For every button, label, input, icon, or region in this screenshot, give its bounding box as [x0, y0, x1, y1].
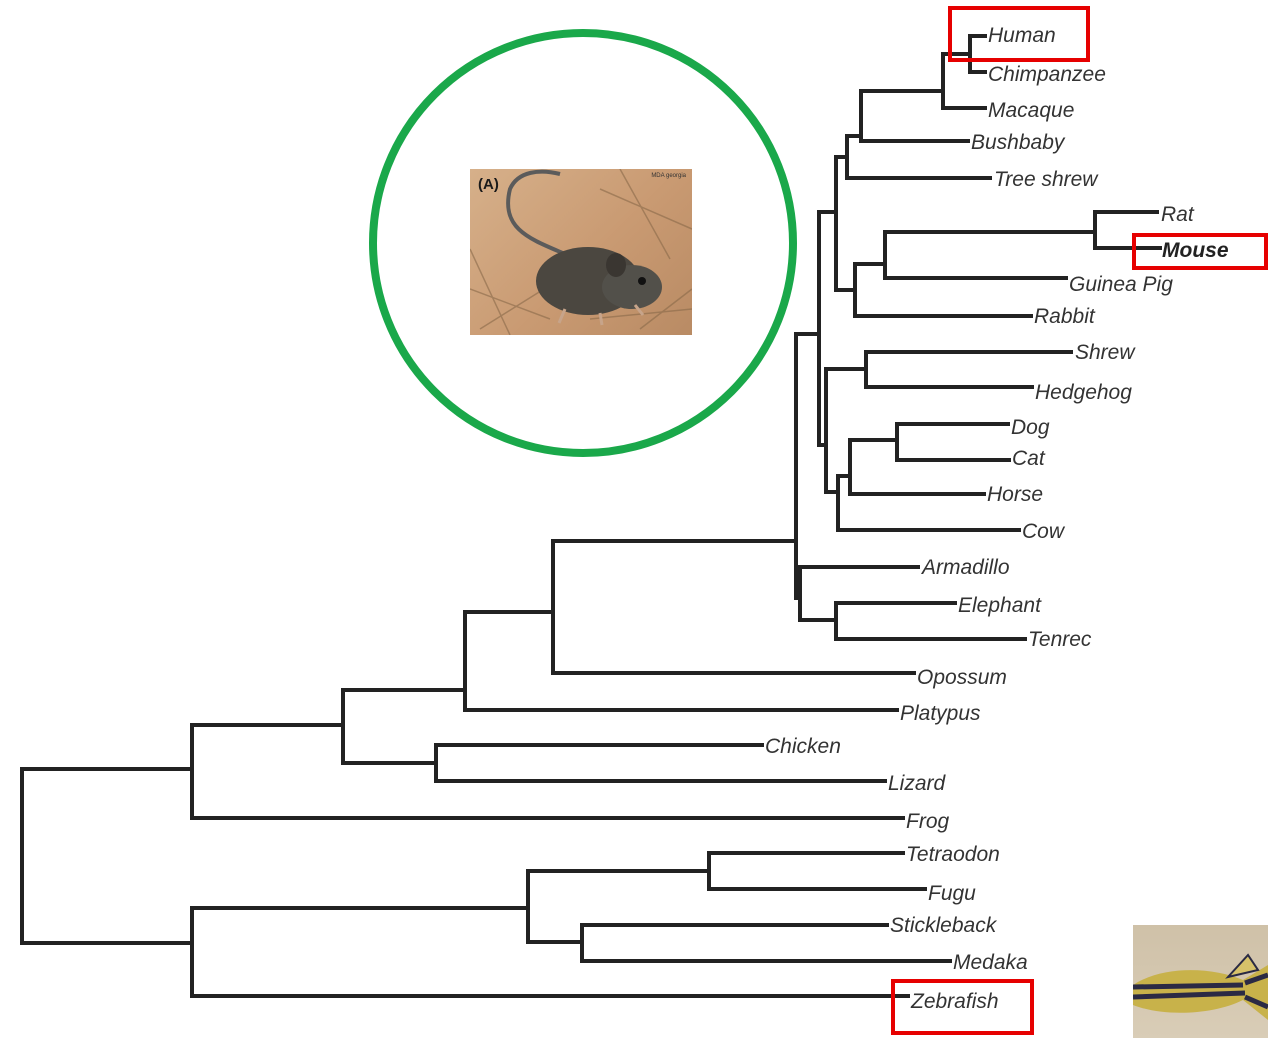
mouse-photo: (A) MDA georgia: [470, 169, 692, 335]
taxon-label-horse: Horse: [987, 483, 1043, 506]
taxon-label-tenrec: Tenrec: [1028, 628, 1092, 651]
mouse-illustration: [470, 169, 692, 335]
taxon-label-tree-shrew: Tree shrew: [994, 168, 1099, 191]
taxon-label-platypus: Platypus: [900, 702, 981, 725]
taxon-label-hedgehog: Hedgehog: [1035, 381, 1132, 404]
taxon-label-cat: Cat: [1012, 447, 1046, 470]
branch-root: [22, 769, 192, 943]
taxon-label-guinea-pig: Guinea Pig: [1069, 273, 1173, 296]
taxon-label-frog: Frog: [906, 810, 950, 833]
branch-amniotes: [343, 690, 465, 763]
branch-murids: [1095, 212, 1160, 248]
zebrafish-illustration: [1133, 925, 1268, 1038]
branch-hominini: [970, 36, 985, 72]
branch-glires: [855, 264, 1031, 316]
taxon-label-elephant: Elephant: [958, 594, 1042, 617]
photo-panel-tag: (A): [478, 176, 499, 193]
taxon-label-opossum: Opossum: [917, 666, 1007, 689]
zebrafish-photo: [1133, 925, 1268, 1038]
taxon-label-tetraodon: Tetraodon: [906, 843, 1000, 866]
branch-tetraodontiformes: [709, 853, 925, 889]
branch-fish: [192, 908, 908, 996]
taxon-label-macaque: Macaque: [988, 99, 1074, 122]
taxon-label-lizard: Lizard: [888, 772, 947, 795]
taxon-label-fugu: Fugu: [928, 882, 976, 905]
branch-atlantogenata: [800, 567, 918, 620]
taxon-label-dog: Dog: [1011, 416, 1050, 439]
highlight-boxes: [893, 8, 1266, 1033]
taxon-label-shrew: Shrew: [1075, 341, 1136, 364]
taxon-label-bushbaby: Bushbaby: [971, 131, 1066, 154]
taxon-label-rat: Rat: [1161, 203, 1195, 226]
taxon-label-zebrafish: Zebrafish: [910, 990, 999, 1013]
taxon-label-human: Human: [988, 24, 1056, 47]
taxon-label-rabbit: Rabbit: [1034, 305, 1096, 328]
mouse-ear-icon: [606, 253, 626, 277]
branch-carnivora-horse: [850, 440, 984, 494]
branch-primates: [861, 91, 968, 141]
branch-percomorpha: [528, 871, 709, 942]
branch-therians: [553, 541, 914, 673]
branch-carnivora: [897, 424, 1009, 460]
branch-catarrhini: [943, 54, 985, 108]
taxon-label-mouse: Mouse: [1162, 239, 1229, 262]
photo-credit: MDA georgia: [651, 173, 686, 179]
taxon-label-cow: Cow: [1022, 520, 1066, 543]
branch-rodents: [885, 232, 1095, 278]
branch-mammals: [465, 612, 897, 710]
mouse-tail-icon: [508, 172, 565, 254]
taxon-label-medaka: Medaka: [953, 951, 1028, 974]
taxon-label-stickleback: Stickleback: [890, 914, 998, 937]
mouse-eye-icon: [638, 277, 646, 285]
taxon-label-chimpanzee: Chimpanzee: [988, 63, 1106, 86]
branch-placentals: [796, 334, 819, 598]
taxon-label-chicken: Chicken: [765, 735, 841, 758]
taxon-label-armadillo: Armadillo: [920, 556, 1010, 579]
branch-laurasiatheria: [826, 369, 866, 492]
